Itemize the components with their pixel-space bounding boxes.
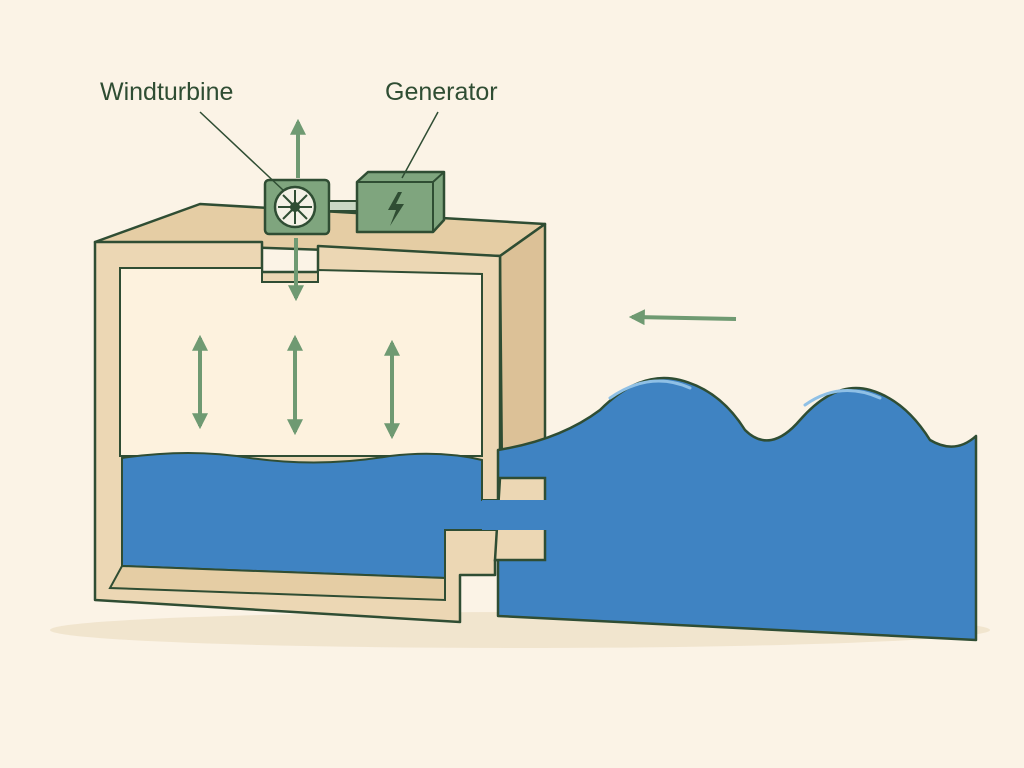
generator [355, 170, 446, 234]
ocean-wave [496, 376, 978, 642]
inlet-water [482, 500, 548, 530]
windturbine [263, 178, 331, 236]
chamber-floor [108, 564, 446, 602]
generator-label: Generator [385, 78, 498, 106]
windturbine-leader [199, 111, 284, 191]
wave-direction-arrow [628, 309, 737, 326]
air-chamber [119, 267, 483, 457]
chamber-water [121, 452, 549, 580]
shaft [328, 200, 358, 212]
lightning-bolt-icon [388, 192, 404, 226]
generator-leader [401, 111, 439, 179]
oscillation-arrows [192, 334, 400, 440]
windturbine-label: Windturbine [100, 78, 233, 106]
wave-highlight [608, 379, 882, 407]
